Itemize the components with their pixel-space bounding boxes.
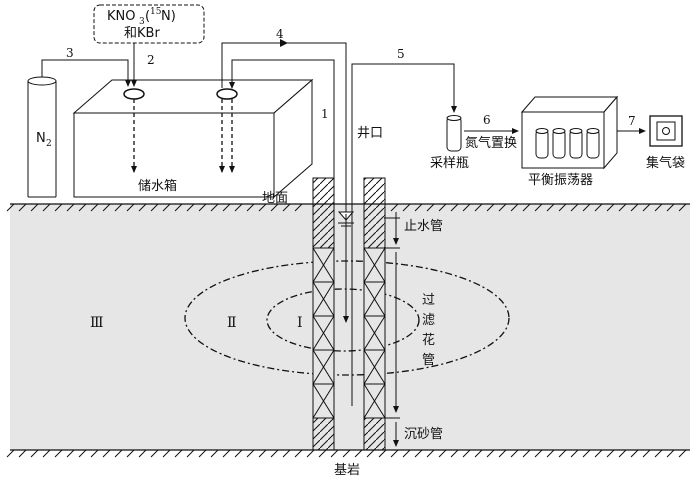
wellhead-label: 井口 (357, 126, 383, 141)
shaker-label: 平衡振荡器 (528, 173, 593, 188)
step-7: 7 (628, 114, 636, 128)
gas-bag-label: 集气袋 (646, 155, 685, 171)
kno3-kbr: 和KBr (124, 26, 160, 41)
flow-3 (41, 59, 131, 87)
tank-outlet-port (216, 88, 238, 100)
n2-cylinder: N 2 (27, 76, 57, 198)
tank-inlet-port (123, 88, 145, 100)
kno3-subscript: 3 (139, 17, 145, 27)
filter-pipe-label-3: 花 (422, 332, 435, 348)
kno3-formula: KNO (107, 9, 135, 24)
bedrock-hatch (6, 449, 687, 458)
filter-pipe-label-2: 滤 (422, 313, 435, 328)
kno3-box (93, 4, 205, 44)
gas-bag-icon (649, 115, 683, 147)
water-tank: 储水箱 (72, 78, 314, 199)
n2-subscript: 2 (46, 139, 52, 149)
zone-iii-label: Ⅲ (90, 315, 104, 331)
filter-pipe-label-4: 管 (422, 353, 435, 368)
step-3: 3 (66, 46, 74, 60)
sampling-bottle (446, 115, 462, 152)
tank-label: 储水箱 (138, 178, 177, 194)
step-2: 2 (147, 53, 155, 67)
filter-pipe-label-1: 过 (422, 293, 435, 308)
step-1: 1 (321, 107, 329, 121)
nitrogen-replace-label: 氮气置换 (465, 135, 517, 151)
kno3-isotope: N) (161, 9, 176, 24)
zone-ii-label: Ⅱ (227, 315, 237, 331)
aquifer-region (10, 204, 690, 450)
zone-i-label: Ⅰ (297, 315, 303, 331)
ground-hatch (6, 203, 687, 212)
sand-pipe-label: 沉砂管 (404, 427, 443, 442)
ground-label: 地面 (262, 191, 288, 206)
well-left-casing (312, 177, 335, 451)
well-right-casing (363, 177, 386, 451)
kno3-paren: ( (145, 9, 150, 24)
water-stop-pipe-label: 止水管 (404, 219, 443, 234)
kno3-superscript: 15 (150, 7, 162, 17)
sampling-bottle-label: 采样瓶 (430, 156, 469, 171)
bedrock-label: 基岩 (334, 463, 360, 478)
shaker (520, 95, 619, 170)
step-4: 4 (276, 27, 284, 41)
n2-label: N (36, 131, 46, 146)
step-6: 6 (483, 113, 491, 127)
step-5: 5 (397, 47, 405, 61)
flow-5 (351, 63, 457, 212)
zone-ii-boundary (266, 288, 420, 352)
zone-iii-boundary (184, 260, 510, 376)
flow-4b (229, 59, 335, 214)
